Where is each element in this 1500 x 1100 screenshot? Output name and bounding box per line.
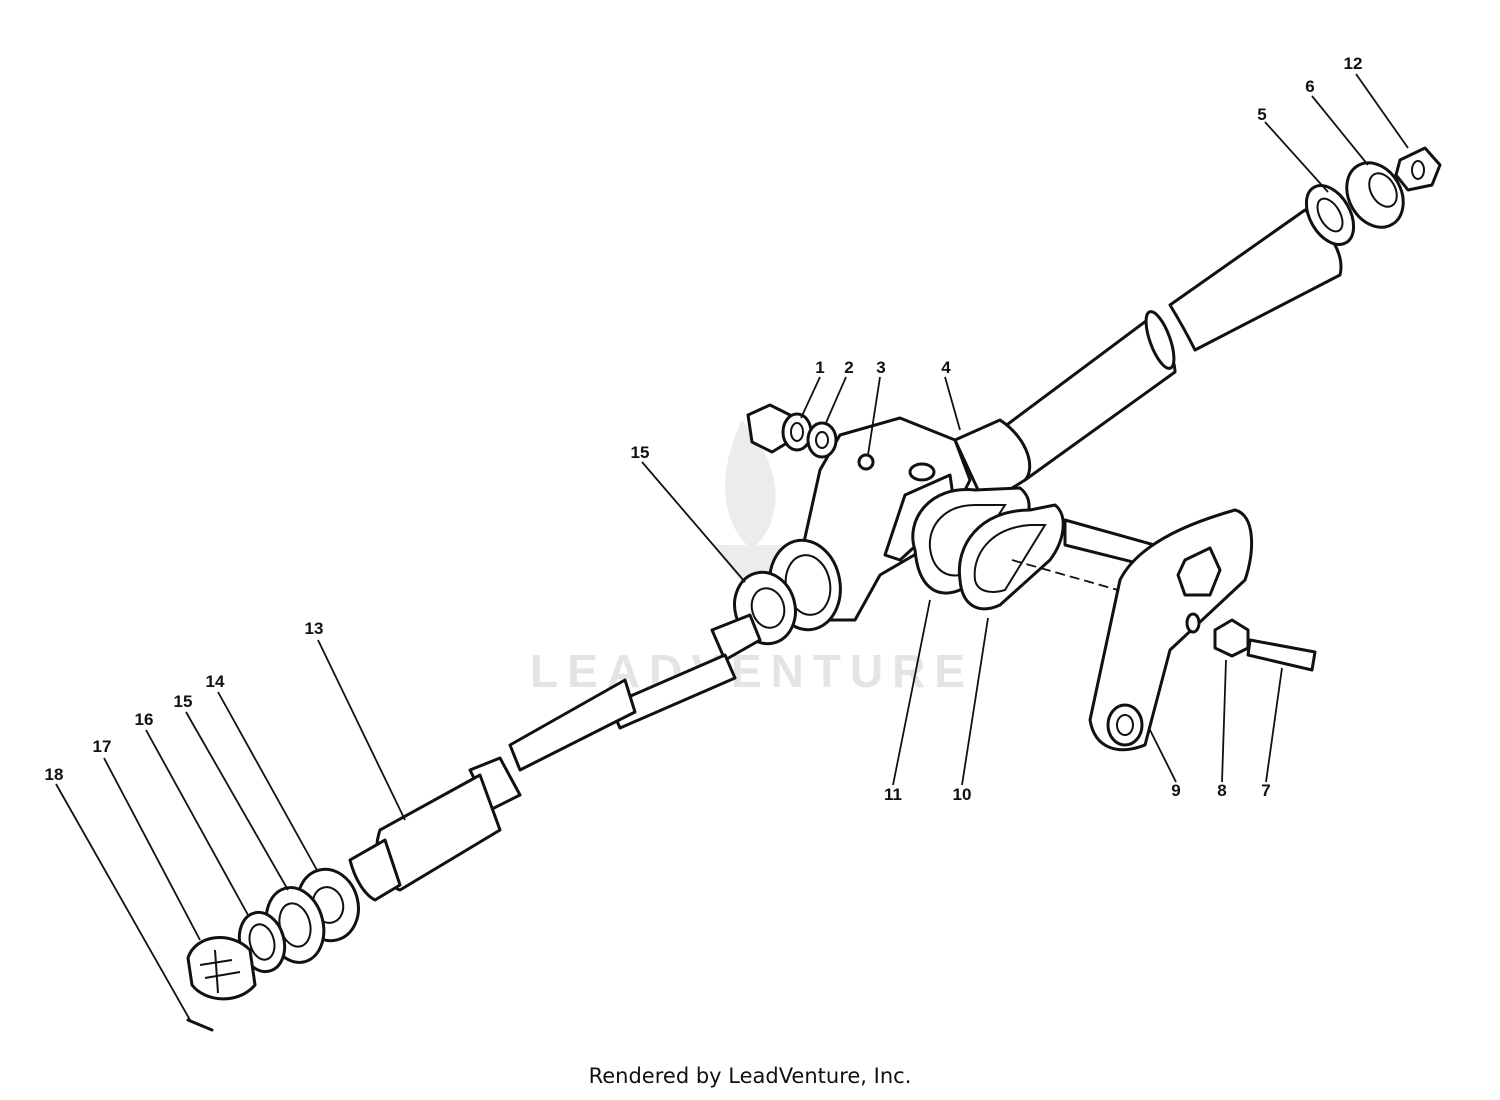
- axle-tube: [998, 208, 1343, 482]
- callout-7: 7: [1261, 781, 1270, 800]
- cap-17: [186, 936, 257, 1001]
- callout-16: 16: [135, 710, 154, 729]
- steering-arm-9: [1063, 508, 1254, 752]
- callout-13: 13: [305, 619, 324, 638]
- callout-3: 3: [876, 358, 885, 377]
- callout-18: 18: [45, 765, 64, 784]
- callout-4: 4: [941, 358, 951, 377]
- callout-15-upper: 15: [631, 443, 650, 462]
- clamp-rings: [911, 486, 1065, 611]
- callout-12: 12: [1344, 54, 1363, 73]
- callout-14: 14: [206, 672, 225, 691]
- callout-10: 10: [953, 785, 972, 804]
- watermark-text: LEADVENTURE: [530, 645, 974, 697]
- callout-2: 2: [844, 358, 853, 377]
- callout-1: 1: [815, 358, 824, 377]
- nut-washer-1-2: [746, 403, 838, 459]
- callout-8: 8: [1217, 781, 1226, 800]
- grease-fitting-3: [857, 453, 875, 471]
- ring-10: [957, 503, 1065, 611]
- callout-5: 5: [1257, 105, 1266, 124]
- render-credit: Rendered by LeadVenture, Inc.: [588, 1064, 912, 1088]
- watermark-flame-icon: [725, 420, 776, 550]
- watermark-v-icon: [712, 545, 792, 595]
- callout-17: 17: [93, 737, 112, 756]
- callout-6: 6: [1305, 77, 1314, 96]
- leaders: [55, 73, 1409, 1021]
- callout-11: 11: [884, 785, 902, 804]
- callout-9: 9: [1171, 781, 1180, 800]
- right-bearing-assembly: [1304, 146, 1442, 246]
- callout-15-lower: 15: [174, 692, 193, 711]
- callout-labels: 1 2 3 4 5 6 12 15 13 14 15 16 17 18 11 1…: [45, 54, 1363, 804]
- bolt-nut-7-8: [1185, 612, 1317, 672]
- spindle-13: [348, 613, 762, 902]
- watermark: LEADVENTURE: [530, 420, 974, 697]
- nut-12: [1394, 146, 1442, 192]
- cotter-pin-18: [186, 1018, 214, 1032]
- bearing-5: [1304, 184, 1356, 246]
